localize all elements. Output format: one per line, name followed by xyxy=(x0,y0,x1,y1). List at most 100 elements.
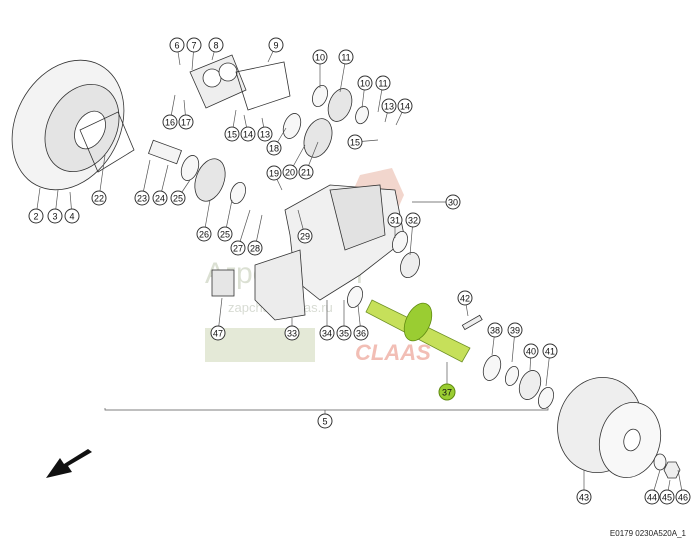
gearbox-housing xyxy=(254,184,406,321)
reference-code: E0179 0230A520A_1 xyxy=(609,529,686,538)
callout-27[interactable]: 27 xyxy=(230,240,246,256)
front-direction-arrow xyxy=(46,449,92,478)
callout-8[interactable]: 8 xyxy=(208,37,224,53)
callout-11[interactable]: 11 xyxy=(338,49,354,65)
callout-14[interactable]: 14 xyxy=(397,98,413,114)
svg-text:26: 26 xyxy=(199,230,209,240)
callout-7[interactable]: 7 xyxy=(186,37,202,53)
svg-text:47: 47 xyxy=(213,329,223,339)
callout-38[interactable]: 38 xyxy=(487,322,503,338)
svg-text:16: 16 xyxy=(165,118,175,128)
svg-text:42: 42 xyxy=(460,294,470,304)
svg-text:10: 10 xyxy=(315,53,325,63)
callout-10[interactable]: 10 xyxy=(357,75,373,91)
svg-text:24: 24 xyxy=(155,194,165,204)
callout-11[interactable]: 11 xyxy=(375,75,391,91)
callout-2[interactable]: 2 xyxy=(28,208,44,224)
callout-20[interactable]: 20 xyxy=(282,164,298,180)
svg-text:7: 7 xyxy=(191,41,196,51)
pulley xyxy=(557,376,681,479)
svg-text:15: 15 xyxy=(227,130,237,140)
callout-47[interactable]: 47 xyxy=(210,325,226,341)
callout-43[interactable]: 43 xyxy=(576,489,592,505)
callout-33[interactable]: 33 xyxy=(284,325,300,341)
callout-34[interactable]: 34 xyxy=(319,325,335,341)
svg-text:18: 18 xyxy=(269,144,279,154)
svg-text:2: 2 xyxy=(33,212,38,222)
svg-text:10: 10 xyxy=(360,79,370,89)
callout-10[interactable]: 10 xyxy=(312,49,328,65)
svg-text:6: 6 xyxy=(174,41,179,51)
callout-25[interactable]: 25 xyxy=(217,226,233,242)
callout-35[interactable]: 35 xyxy=(336,325,352,341)
upper-shaft-assembly xyxy=(147,84,420,309)
callout-14[interactable]: 14 xyxy=(240,126,256,142)
svg-text:9: 9 xyxy=(273,41,278,51)
callout-16[interactable]: 16 xyxy=(162,114,178,130)
callout-21[interactable]: 21 xyxy=(298,164,314,180)
svg-text:32: 32 xyxy=(408,216,418,226)
callout-31[interactable]: 31 xyxy=(387,212,403,228)
callout-4[interactable]: 4 xyxy=(64,208,80,224)
callout-19[interactable]: 19 xyxy=(266,165,282,181)
callout-42[interactable]: 42 xyxy=(457,290,473,306)
svg-text:34: 34 xyxy=(322,329,332,339)
callout-15[interactable]: 15 xyxy=(224,126,240,142)
callout-18[interactable]: 18 xyxy=(266,140,282,156)
svg-text:17: 17 xyxy=(181,118,191,128)
svg-text:36: 36 xyxy=(356,329,366,339)
svg-text:33: 33 xyxy=(287,329,297,339)
svg-text:37: 37 xyxy=(442,388,452,398)
callout-37[interactable]: 37 xyxy=(438,383,456,401)
callout-9[interactable]: 9 xyxy=(268,37,284,53)
svg-text:14: 14 xyxy=(400,102,410,112)
svg-text:43: 43 xyxy=(579,493,589,503)
callout-32[interactable]: 32 xyxy=(405,212,421,228)
callout-46[interactable]: 46 xyxy=(675,489,691,505)
callout-29[interactable]: 29 xyxy=(297,228,313,244)
callout-28[interactable]: 28 xyxy=(247,240,263,256)
flange-housing xyxy=(11,59,125,191)
callout-23[interactable]: 23 xyxy=(134,190,150,206)
callout-24[interactable]: 24 xyxy=(152,190,168,206)
assembly-span-line xyxy=(104,408,549,413)
svg-text:13: 13 xyxy=(384,102,394,112)
callout-5[interactable]: 5 xyxy=(317,413,333,429)
cover-plate xyxy=(189,54,291,111)
callout-40[interactable]: 40 xyxy=(523,343,539,359)
svg-text:11: 11 xyxy=(378,79,387,89)
callout-13[interactable]: 13 xyxy=(381,98,397,114)
callout-17[interactable]: 17 xyxy=(178,114,194,130)
callout-13[interactable]: 13 xyxy=(257,126,273,142)
svg-text:15: 15 xyxy=(350,138,360,148)
callout-22[interactable]: 22 xyxy=(91,190,107,206)
callout-3[interactable]: 3 xyxy=(47,208,63,224)
svg-text:21: 21 xyxy=(301,168,311,178)
svg-text:45: 45 xyxy=(662,493,672,503)
callout-6[interactable]: 6 xyxy=(169,37,185,53)
svg-text:40: 40 xyxy=(526,347,536,357)
svg-text:23: 23 xyxy=(137,194,147,204)
svg-text:14: 14 xyxy=(243,130,253,140)
svg-text:11: 11 xyxy=(341,53,350,63)
svg-text:44: 44 xyxy=(647,493,657,503)
svg-text:30: 30 xyxy=(448,198,458,208)
svg-text:25: 25 xyxy=(220,230,230,240)
callout-45[interactable]: 45 xyxy=(659,489,675,505)
callout-15[interactable]: 15 xyxy=(347,134,363,150)
svg-text:31: 31 xyxy=(390,216,400,226)
callout-26[interactable]: 26 xyxy=(196,226,212,242)
gasket xyxy=(79,111,135,173)
callout-30[interactable]: 30 xyxy=(445,194,461,210)
svg-text:46: 46 xyxy=(678,493,688,503)
callout-39[interactable]: 39 xyxy=(507,322,523,338)
output-shaft-highlighted xyxy=(365,299,471,363)
svg-text:29: 29 xyxy=(300,232,310,242)
callout-25[interactable]: 25 xyxy=(170,190,186,206)
callout-36[interactable]: 36 xyxy=(353,325,369,341)
svg-text:20: 20 xyxy=(285,168,295,178)
svg-text:27: 27 xyxy=(233,244,243,254)
callout-41[interactable]: 41 xyxy=(542,343,558,359)
callout-44[interactable]: 44 xyxy=(644,489,660,505)
